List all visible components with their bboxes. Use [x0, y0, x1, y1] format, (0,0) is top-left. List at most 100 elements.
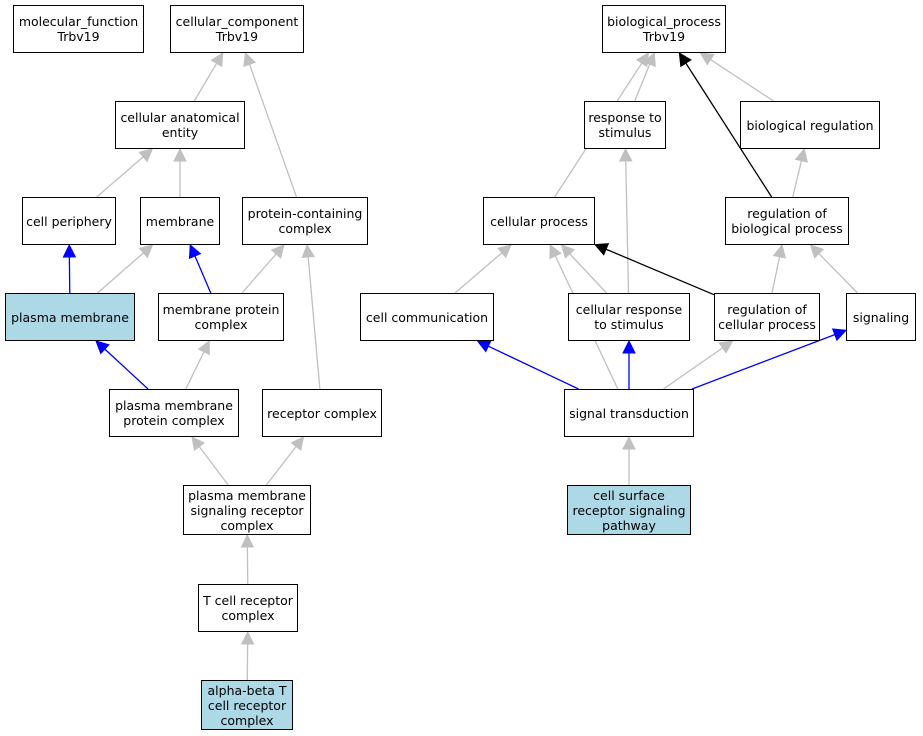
arrowhead-icon — [240, 630, 255, 645]
go-node-sig[interactable]: signaling — [846, 293, 916, 341]
node-label-line: receptor complex — [267, 405, 377, 421]
arrowhead-icon — [831, 328, 848, 342]
go-node-pm[interactable]: plasma membrane — [5, 293, 135, 341]
arrowhead-icon — [240, 533, 255, 548]
edge-breg-to-bp — [710, 59, 774, 102]
node-label-line: response to — [588, 110, 662, 125]
arrowhead-icon — [560, 244, 576, 259]
node-label-line: signaling receptor — [190, 502, 304, 518]
node-label-line: cellular process — [718, 317, 816, 332]
edge-ccom-to-cproc — [454, 252, 503, 294]
go-node-breg[interactable]: biological regulation — [740, 101, 880, 149]
node-label-line: cell periphery — [26, 213, 112, 229]
go-node-st[interactable]: signal transduction — [564, 389, 694, 437]
node-label-line: cellular_component — [175, 14, 299, 29]
node-label-line: Trbv19 — [215, 29, 259, 44]
node-label-line: signal transduction — [569, 405, 689, 421]
node-label-line: cellular process — [490, 213, 588, 229]
edge-rts-to-bp — [634, 63, 651, 102]
go-node-cproc[interactable]: cellular process — [483, 197, 595, 245]
edge-cae-to-cc — [193, 62, 218, 102]
edge-crs-to-cproc — [569, 253, 607, 294]
arrowhead-icon — [62, 243, 77, 258]
go-node-rc[interactable]: receptor complex — [262, 389, 382, 437]
arrowhead-icon — [197, 339, 210, 356]
node-label-line: membrane — [145, 213, 215, 229]
arrowhead-icon — [173, 147, 187, 162]
edge-cp-to-cae — [96, 156, 144, 198]
node-label-line: complex — [221, 608, 275, 623]
edge-st-to-ccom — [488, 345, 579, 390]
node-label-line: cell communication — [365, 309, 489, 325]
edge-mpc-to-mem — [194, 255, 212, 294]
arrowhead-icon — [622, 339, 636, 354]
go-node-cp[interactable]: cell periphery — [22, 197, 116, 245]
edge-st-to-rcp — [663, 347, 724, 390]
arrowhead-icon — [622, 435, 636, 450]
node-label-line: entity — [161, 125, 199, 140]
node-label-line: alpha-beta T — [207, 682, 287, 698]
arrowhead-icon — [772, 243, 787, 259]
node-label-line: biological regulation — [746, 117, 874, 133]
edge-pmpc-to-pm — [104, 348, 149, 390]
go-node-mem[interactable]: membrane — [140, 197, 220, 245]
arrowhead-icon — [643, 51, 656, 68]
edge-pmsrc-to-pmpc — [198, 446, 229, 486]
node-label-line: biological process — [731, 221, 843, 236]
edge-pmsrc-to-rc — [265, 446, 297, 486]
node-label-line: cell surface — [593, 487, 665, 503]
node-label-line: Trbv19 — [57, 29, 100, 44]
edge-rbp-to-bp — [685, 62, 773, 198]
arrowhead-icon — [210, 52, 224, 68]
arrowhead-icon — [243, 51, 257, 68]
edge-sig-to-rbp — [818, 253, 858, 294]
node-label-line: regulation of — [727, 302, 807, 317]
node-label-line: receptor signaling — [572, 502, 686, 518]
node-label-line: membrane protein — [162, 302, 280, 317]
edge-rcp-to-cproc — [605, 248, 715, 296]
arrowhead-icon — [593, 243, 610, 256]
node-label-line: plasma membrane — [115, 398, 233, 413]
edge-pcc-to-cc — [248, 64, 298, 198]
node-label-line: to stimulus — [594, 317, 664, 332]
arrowhead-icon — [290, 436, 305, 452]
node-label-line: complex — [194, 317, 248, 332]
edge-pmpc-to-mpc — [185, 351, 205, 390]
arrowhead-icon — [718, 340, 734, 354]
node-label-line: stimulus — [598, 125, 652, 140]
arrowhead-icon — [138, 148, 154, 163]
edge-mpc-to-pcc — [241, 253, 277, 294]
edge-rbp-to-breg — [792, 160, 803, 198]
arrowhead-icon — [678, 52, 692, 68]
node-label-line: plasma membrane — [188, 487, 306, 503]
arrowhead-icon — [794, 147, 808, 163]
arrowhead-icon — [301, 243, 316, 259]
arrowhead-icon — [497, 244, 512, 259]
edge-rcp-to-rbp — [771, 256, 781, 294]
edge-crs-to-rts — [625, 160, 630, 294]
node-label-line: cell receptor — [207, 697, 287, 713]
go-node-ccom[interactable]: cell communication — [360, 293, 494, 341]
arrowhead-icon — [270, 244, 285, 259]
arrowhead-icon — [549, 243, 562, 260]
node-label-line: molecular_function — [18, 14, 139, 29]
arrowhead-icon — [809, 244, 825, 259]
arrowhead-icon — [618, 147, 633, 162]
edge-st-to-sig — [691, 333, 836, 390]
